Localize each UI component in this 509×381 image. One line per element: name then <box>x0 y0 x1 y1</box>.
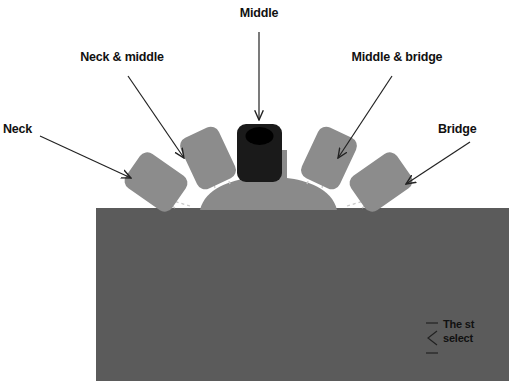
caption-fragment: select <box>443 332 473 345</box>
caption-fragment: The st <box>443 318 474 331</box>
switch-body <box>96 208 509 381</box>
bracket-symbol <box>426 323 438 353</box>
lever-knob <box>121 124 416 216</box>
pickup-label: Middle & bridge <box>352 50 443 64</box>
pickup-label: Bridge <box>438 122 476 136</box>
lever-knob-active <box>237 124 282 182</box>
pickup-label: Neck & middle <box>80 50 164 64</box>
pickup-label: Middle <box>240 6 278 20</box>
leader-arrow <box>40 32 470 184</box>
pickup-label: Neck <box>3 122 32 136</box>
knob-top <box>246 127 274 145</box>
